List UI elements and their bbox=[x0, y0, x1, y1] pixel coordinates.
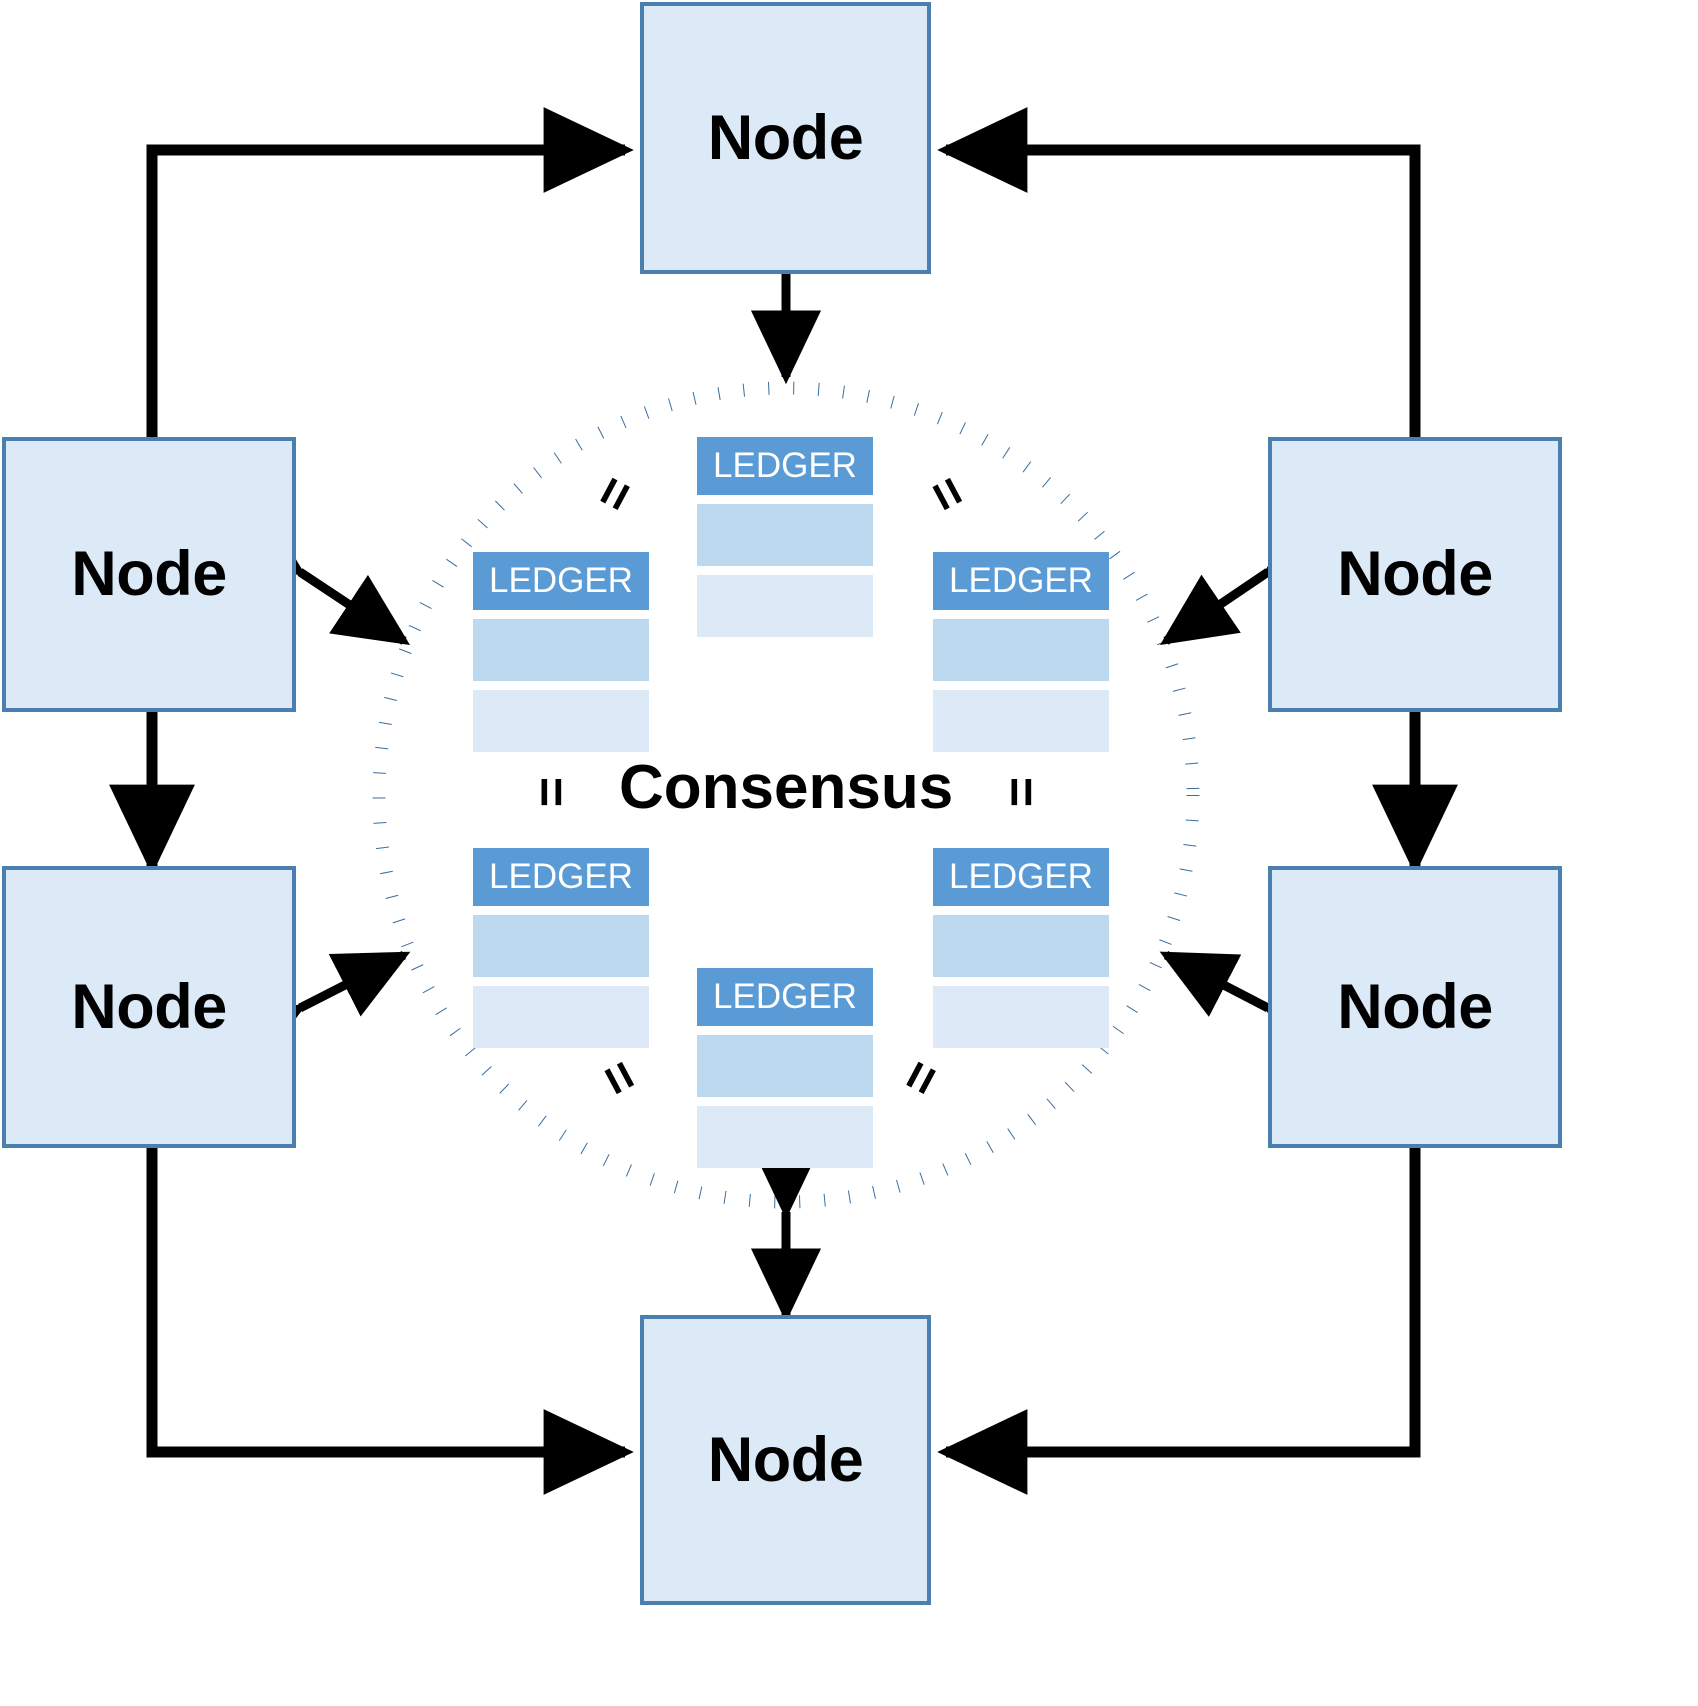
connector-rightlower-to-consensus bbox=[1159, 951, 1344, 1070]
ledger-top[interactable]: LEDGER bbox=[697, 437, 873, 637]
ledger-upper-right-title: LEDGER bbox=[933, 552, 1109, 610]
ledger-lower-right-title: LEDGER bbox=[933, 848, 1109, 906]
ledger-top-row-1 bbox=[697, 504, 873, 566]
ledger-top-row-2 bbox=[697, 575, 873, 637]
connector-leftlower-to-bottom bbox=[146, 1148, 634, 1495]
node-bottom[interactable]: Node bbox=[640, 1315, 931, 1605]
ledger-upper-right[interactable]: LEDGER bbox=[933, 552, 1109, 752]
ledger-top-title: LEDGER bbox=[697, 437, 873, 495]
node-left-upper-label: Node bbox=[71, 539, 227, 609]
connector-leftupper-to-top bbox=[146, 107, 634, 437]
ledger-lower-left-row-1 bbox=[473, 915, 649, 977]
ledger-upper-left-row-2 bbox=[473, 690, 649, 752]
connector-rightupper-to-top bbox=[937, 107, 1421, 437]
connector-leftlower-to-consensus bbox=[224, 950, 411, 1070]
node-top-label: Node bbox=[707, 102, 864, 173]
connector-rightupper-to-consensus bbox=[1160, 505, 1343, 646]
ledger-lower-right[interactable]: LEDGER bbox=[933, 848, 1109, 1048]
ledger-bottom-title: LEDGER bbox=[697, 968, 873, 1026]
node-right-upper-label: Node bbox=[1337, 539, 1493, 609]
ledger-bottom-row-1 bbox=[697, 1035, 873, 1097]
node-left-lower[interactable]: Node bbox=[2, 866, 296, 1148]
ledger-upper-left-title: LEDGER bbox=[473, 552, 649, 610]
consensus-label: Consensus bbox=[619, 753, 954, 822]
ledger-lower-left-title: LEDGER bbox=[473, 848, 649, 906]
ledger-upper-right-row-1 bbox=[933, 619, 1109, 681]
ledger-bottom-row-2 bbox=[697, 1106, 873, 1168]
connector-leftupper-to-consensus bbox=[225, 505, 410, 645]
ledger-lower-left[interactable]: LEDGER bbox=[473, 848, 649, 1048]
node-bottom-label: Node bbox=[707, 1424, 864, 1495]
ledger-bottom[interactable]: LEDGER bbox=[697, 968, 873, 1168]
node-left-lower-label: Node bbox=[71, 971, 227, 1042]
node-right-lower[interactable]: Node bbox=[1268, 866, 1562, 1148]
ledger-upper-left-row-1 bbox=[473, 619, 649, 681]
node-right-lower-label: Node bbox=[1337, 971, 1493, 1042]
equals-mark-mid-right: = bbox=[992, 776, 1051, 808]
ledger-lower-left-row-2 bbox=[473, 986, 649, 1048]
node-right-upper[interactable]: Node bbox=[1268, 437, 1562, 712]
ledger-upper-left[interactable]: LEDGER bbox=[473, 552, 649, 752]
consensus-boundary-circle bbox=[372, 381, 1200, 1209]
node-top[interactable]: Node bbox=[640, 2, 931, 274]
ledger-upper-right-row-2 bbox=[933, 690, 1109, 752]
ledger-lower-right-row-2 bbox=[933, 986, 1109, 1048]
equals-mark-mid-left: = bbox=[522, 776, 581, 808]
connector-rightlower-to-bottom bbox=[937, 1148, 1421, 1495]
ledger-lower-right-row-1 bbox=[933, 915, 1109, 977]
node-left-upper[interactable]: Node bbox=[2, 437, 296, 712]
